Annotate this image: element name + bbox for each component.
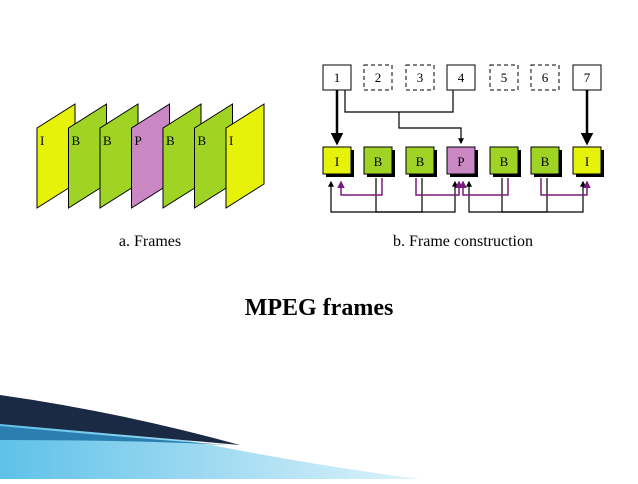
frame-shape bbox=[363, 146, 393, 175]
order-box: 2 bbox=[363, 64, 393, 91]
stacked-frame-label: B bbox=[166, 133, 175, 148]
stacked-frame: I bbox=[225, 103, 265, 209]
order-box-label: 7 bbox=[584, 70, 591, 85]
order-box-label: 1 bbox=[334, 70, 341, 85]
stacked-frame-label: B bbox=[198, 133, 207, 148]
frame-label: B bbox=[541, 154, 550, 169]
construction-frame: I bbox=[572, 146, 604, 177]
order-box-label: 3 bbox=[417, 70, 424, 85]
order-box: 1 bbox=[322, 64, 352, 91]
frame-shape bbox=[405, 146, 435, 175]
bidirectional-arrow bbox=[459, 178, 509, 196]
order-box-label: 4 bbox=[458, 70, 465, 85]
stacked-frame-shape bbox=[225, 103, 265, 209]
prediction-arrows bbox=[328, 90, 594, 213]
order-box-shape bbox=[363, 64, 393, 91]
ribbon-dark bbox=[0, 395, 240, 445]
frame-shape bbox=[489, 146, 519, 175]
stacked-frame-label: I bbox=[229, 133, 233, 148]
stacked-frame-label: B bbox=[103, 133, 112, 148]
construction-frame: B bbox=[363, 146, 395, 177]
frame-shape bbox=[530, 146, 560, 175]
frame-label: B bbox=[416, 154, 425, 169]
order-box-shape bbox=[572, 64, 602, 91]
order-box-shape bbox=[322, 64, 352, 91]
frame-label: B bbox=[374, 154, 383, 169]
order-box: 6 bbox=[530, 64, 560, 91]
order-box: 5 bbox=[489, 64, 519, 91]
order-box-shape bbox=[530, 64, 560, 91]
connector-line bbox=[344, 90, 454, 113]
frame-shape bbox=[446, 146, 476, 175]
bidirectional-arrow bbox=[415, 178, 463, 196]
frame-shape bbox=[322, 146, 352, 175]
construction-frame: I bbox=[322, 146, 354, 177]
stacked-frame-label: P bbox=[135, 133, 142, 148]
order-box-label: 5 bbox=[501, 70, 508, 85]
stacked-frame-label: I bbox=[40, 133, 44, 148]
order-box-label: 2 bbox=[375, 70, 382, 85]
ribbon-light bbox=[0, 398, 420, 479]
order-box-label: 6 bbox=[542, 70, 549, 85]
decorative-ribbon bbox=[0, 395, 420, 479]
bidirectional-arrow bbox=[337, 178, 383, 196]
ribbon-mid bbox=[0, 426, 240, 446]
frame-label: I bbox=[335, 154, 339, 169]
order-box-shape bbox=[489, 64, 519, 91]
order-box: 4 bbox=[446, 64, 476, 91]
frames-caption: a. Frames bbox=[119, 233, 181, 250]
order-box-shape bbox=[446, 64, 476, 91]
order-box: 7 bbox=[572, 64, 602, 91]
order-box-shape bbox=[405, 64, 435, 91]
construction-frame: B bbox=[489, 146, 521, 177]
transmission-order-row: 1 2 3 4 5 6 7 bbox=[322, 64, 602, 91]
order-box: 3 bbox=[405, 64, 435, 91]
frame-construction-caption: b. Frame construction bbox=[393, 233, 533, 250]
frame-label: B bbox=[500, 154, 509, 169]
frame-shape bbox=[572, 146, 602, 175]
bidirectional-arrow bbox=[540, 178, 591, 196]
p-construction-arrow bbox=[398, 112, 464, 145]
stacked-frame-label: B bbox=[72, 133, 81, 148]
frame-label: P bbox=[457, 154, 464, 169]
slide-title: MPEG frames bbox=[244, 295, 394, 321]
frame-label: I bbox=[585, 154, 589, 169]
construction-frame: B bbox=[530, 146, 562, 177]
construction-frame: B bbox=[405, 146, 437, 177]
construction-frame: P bbox=[446, 146, 478, 177]
